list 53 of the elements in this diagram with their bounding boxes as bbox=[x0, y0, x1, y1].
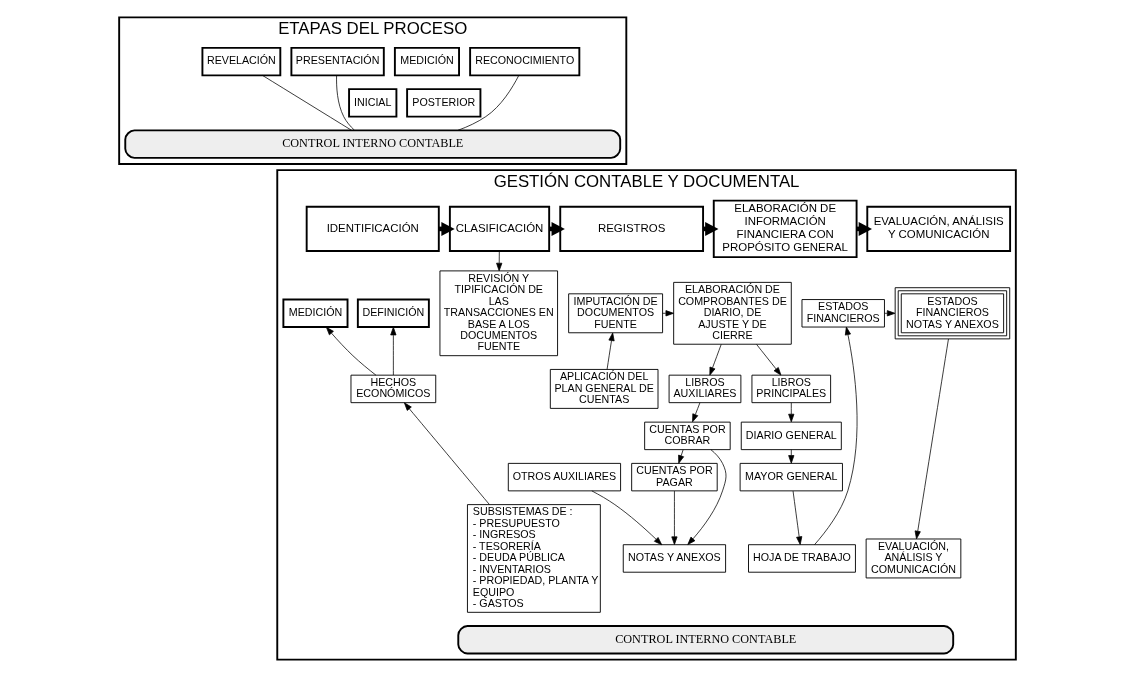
node-box: CONTROL INTERNO CONTABLE bbox=[123, 129, 621, 159]
arrow bbox=[325, 326, 376, 376]
node-box: OTROS AUXILIARES bbox=[507, 462, 621, 492]
node-box: REVISIÓN Y TIPIFICACIÓN DE LAS TRANSACCIONES EN BASE A LOS DOCUMENTOS FUENTE bbox=[439, 270, 558, 357]
node-box: APLICACIÓN DEL PLAN GENERAL DE CUENTAS bbox=[549, 368, 658, 409]
node-box: RECONOCIMIENTO bbox=[468, 46, 580, 77]
node-box: HOJA DE TRABAJO bbox=[747, 544, 856, 573]
node-box: EVALUACIÓN, ANÁLISIS Y COMUNICACIÓN bbox=[865, 538, 961, 579]
node-box: CUENTAS POR PAGAR bbox=[630, 462, 718, 492]
arrow bbox=[883, 310, 895, 317]
connector bbox=[261, 75, 352, 131]
arrow bbox=[787, 402, 794, 423]
node-box: MEDICIÓN bbox=[393, 46, 460, 77]
connector bbox=[457, 75, 519, 131]
arrow bbox=[708, 344, 722, 376]
arrow bbox=[670, 490, 677, 545]
node-box: REGISTROS bbox=[558, 205, 704, 252]
arrow bbox=[606, 332, 615, 370]
node-box: SUBSISTEMAS DE : - PRESUPUESTO - INGRESOS - TESORERÍA - DEUDA PÚBLICA - INVENTARIOS - PROPIEDAD, PLANTA Y EQUIPO - GASTOS bbox=[466, 504, 601, 613]
node-box: PRESENTACIÓN bbox=[289, 46, 385, 77]
node-box: CLASIFICACIÓN bbox=[448, 205, 550, 252]
arrow bbox=[677, 449, 684, 464]
node-box: ELABORACIÓN DE INFORMACIÓN FINANCIERA CON PROPÓSITO GENERAL bbox=[712, 199, 858, 259]
node-box: IMPUTACIÓN DE DOCUMENTOS FUENTE bbox=[567, 293, 663, 334]
arrow bbox=[495, 250, 502, 272]
node-box: NOTAS Y ANEXOS bbox=[622, 544, 726, 573]
node-box: HECHOS ECONÓMICOS bbox=[350, 374, 436, 404]
node-box: POSTERIOR bbox=[405, 88, 481, 118]
arrow bbox=[403, 402, 490, 505]
node-box: MEDICIÓN bbox=[281, 298, 348, 328]
node-box: IDENTIFICACIÓN bbox=[305, 205, 440, 252]
arrow bbox=[813, 326, 857, 546]
node-box: REVELACIÓN bbox=[200, 46, 281, 77]
connector bbox=[335, 75, 355, 131]
arrow bbox=[389, 326, 396, 376]
arrow bbox=[787, 449, 794, 464]
arrow bbox=[914, 338, 949, 540]
arrow bbox=[686, 449, 726, 545]
node-box: DEFINICIÓN bbox=[356, 298, 430, 328]
node-box: CONTROL INTERNO CONTABLE bbox=[456, 625, 954, 655]
arrow bbox=[755, 344, 781, 376]
node-box: DIARIO GENERAL bbox=[740, 421, 842, 451]
node-box: EVALUACIÓN, ANÁLISIS Y COMUNICACIÓN bbox=[865, 205, 1011, 252]
node-box: CUENTAS POR COBRAR bbox=[643, 421, 731, 451]
node-box: ELABORACIÓN DE COMPROBANTES DE DIARIO, DE AJUSTE Y DE CIERRE bbox=[672, 281, 792, 345]
node-box: LIBROS AUXILIARES bbox=[668, 374, 741, 404]
arrow bbox=[691, 402, 700, 423]
node-box: ESTADOS FINANCIEROS bbox=[801, 299, 885, 328]
node-box: INICIAL bbox=[347, 88, 397, 118]
node-box: MAYOR GENERAL bbox=[739, 462, 843, 492]
node-box: LIBROS PRINCIPALES bbox=[751, 374, 831, 404]
arrow bbox=[792, 490, 802, 545]
arrow bbox=[661, 310, 674, 317]
